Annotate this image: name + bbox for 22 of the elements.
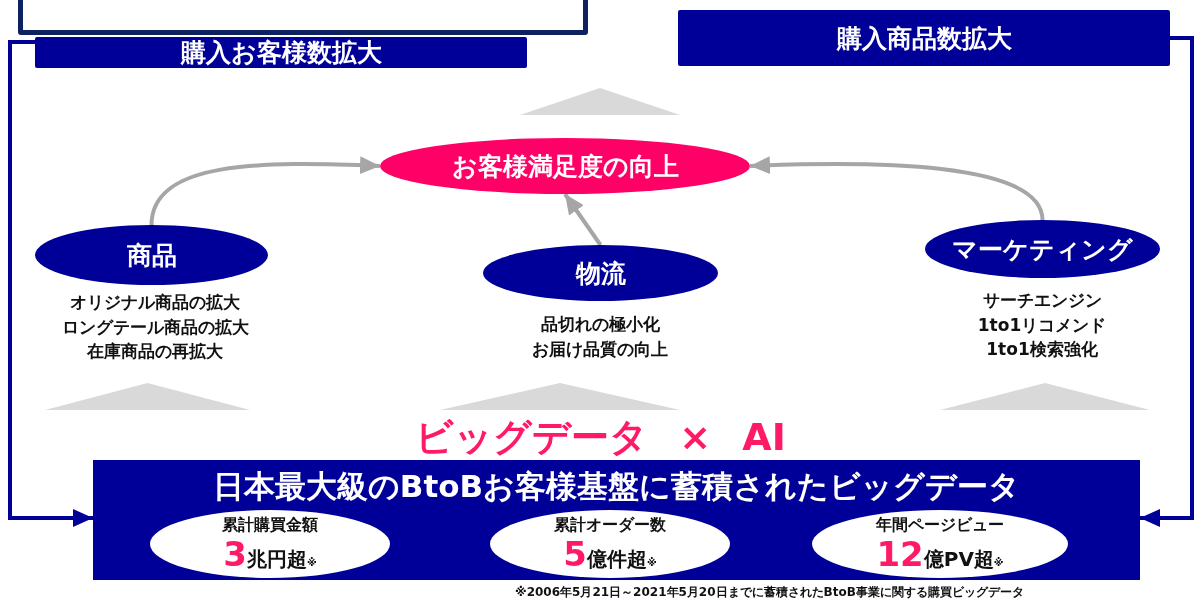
feature-text: サーチエンジン xyxy=(981,289,1103,312)
feature-text: 在庫商品の再拡大 xyxy=(86,340,224,364)
category-ellipse: 商品 xyxy=(35,225,268,285)
arrow xyxy=(749,156,1045,221)
feature-text: 1to1リコメンド xyxy=(976,313,1108,337)
slogan-text: ビッグデータ × AI xyxy=(415,414,786,461)
arrow xyxy=(8,40,93,527)
arrow xyxy=(149,156,381,226)
category-ellipse: 物流 xyxy=(483,245,718,301)
heading-banner: 購入商品数拡大 xyxy=(678,10,1170,66)
feature-text: ロングテール商品の拡大 xyxy=(60,315,250,339)
category-ellipse: マーケティング xyxy=(925,220,1160,278)
feature-text: お届け品質の向上 xyxy=(531,337,669,361)
heading-banner: 購入お客様数拡大 xyxy=(35,37,527,68)
feature-text: 1to1検索強化 xyxy=(985,338,1099,362)
feature-text: 品切れの極小化 xyxy=(539,313,661,336)
feature-text: オリジナル商品の拡大 xyxy=(69,291,241,314)
arrow xyxy=(1140,36,1194,527)
footnote-text: ※2006年5月21日～2021年5月20日までに蓄積されたBtoB事業に関する購買ビッグデータ xyxy=(515,584,1024,601)
empty-frame xyxy=(18,0,588,35)
arrow xyxy=(563,192,603,247)
goal-ellipse: お客様満足度の向上 xyxy=(380,138,750,194)
